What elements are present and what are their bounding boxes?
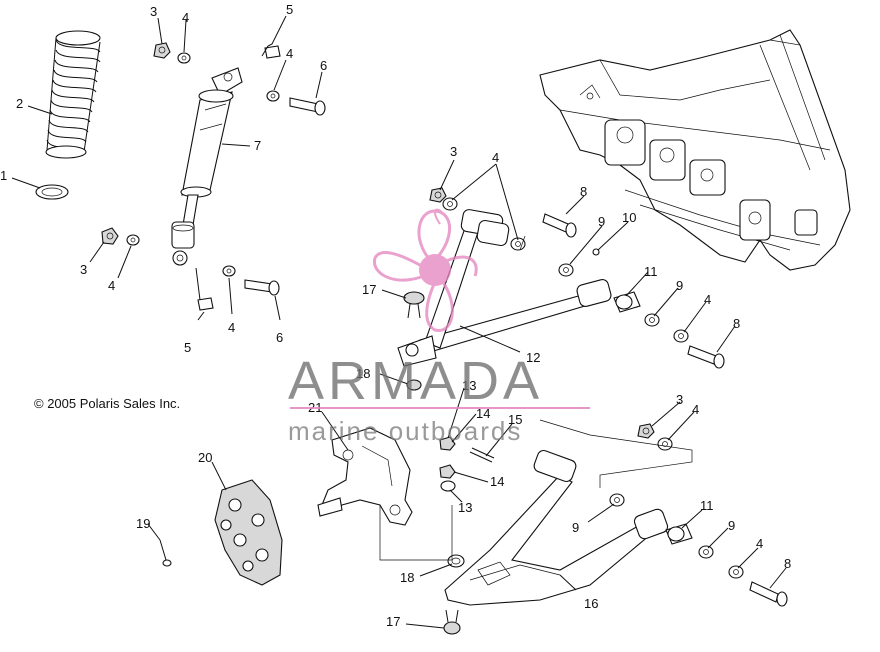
callout-11: 11 [644, 264, 658, 279]
callout-2: 2 [16, 96, 23, 111]
callout-9: 9 [572, 520, 579, 535]
screw [159, 539, 172, 567]
watermark-rule [290, 407, 590, 409]
callout-6: 6 [320, 58, 327, 73]
coil-spring [45, 30, 101, 159]
retainer-ring [35, 184, 69, 200]
leader-lines [11, 15, 787, 629]
callout-3: 3 [676, 392, 683, 407]
callout-12: 12 [526, 350, 540, 365]
callout-17: 17 [386, 614, 400, 629]
callout-9: 9 [598, 214, 605, 229]
callout-5: 5 [184, 340, 191, 355]
callout-9: 9 [728, 518, 735, 533]
callout-20: 20 [198, 450, 212, 465]
steering-spindle [317, 427, 495, 526]
callout-3: 3 [450, 144, 457, 159]
callout-16: 16 [584, 596, 598, 611]
lower-a-arm [443, 449, 669, 635]
watermark-title: ARMADA [288, 351, 544, 411]
callout-13: 13 [462, 378, 476, 393]
upper-hardware [101, 42, 326, 311]
callout-3: 3 [80, 262, 87, 277]
upper-arm-hardware [429, 187, 725, 369]
callout-4: 4 [492, 150, 499, 165]
callout-4: 4 [228, 320, 235, 335]
callout-6: 6 [276, 330, 283, 345]
callout-3: 3 [150, 4, 157, 19]
callout-18: 18 [400, 570, 414, 585]
callout-11: 11 [700, 498, 714, 513]
callout-5: 5 [286, 2, 293, 17]
callout-18: 18 [356, 366, 370, 381]
watermark-subtitle: marine outboards [288, 416, 523, 446]
callout-14: 14 [476, 406, 490, 421]
callout-4: 4 [108, 278, 115, 293]
watermark-propeller-icon [373, 208, 478, 332]
callout-labels: 1 2 3 4 5 4 6 7 3 4 5 4 6 3 4 8 9 10 11 … [0, 2, 791, 629]
callout-7: 7 [254, 138, 261, 153]
callout-4: 4 [756, 536, 763, 551]
callout-8: 8 [580, 184, 587, 199]
callout-1: 1 [0, 168, 7, 183]
shock-absorber [171, 67, 243, 266]
callout-10: 10 [622, 210, 636, 225]
callout-8: 8 [784, 556, 791, 571]
callout-13: 13 [458, 500, 472, 515]
callout-4: 4 [286, 46, 293, 61]
vehicle-frame [539, 29, 851, 271]
brake-disc-shield [214, 479, 283, 586]
callout-14: 14 [490, 474, 504, 489]
lower-arm-hardware [609, 423, 788, 607]
callout-4: 4 [692, 402, 699, 417]
callout-17: 17 [362, 282, 376, 297]
callout-4: 4 [182, 10, 189, 25]
callout-9: 9 [676, 278, 683, 293]
callout-19: 19 [136, 516, 150, 531]
callout-8: 8 [733, 316, 740, 331]
copyright-text: © 2005 Polaris Sales Inc. [34, 396, 181, 411]
callout-4: 4 [704, 292, 711, 307]
callout-15: 15 [508, 412, 522, 427]
